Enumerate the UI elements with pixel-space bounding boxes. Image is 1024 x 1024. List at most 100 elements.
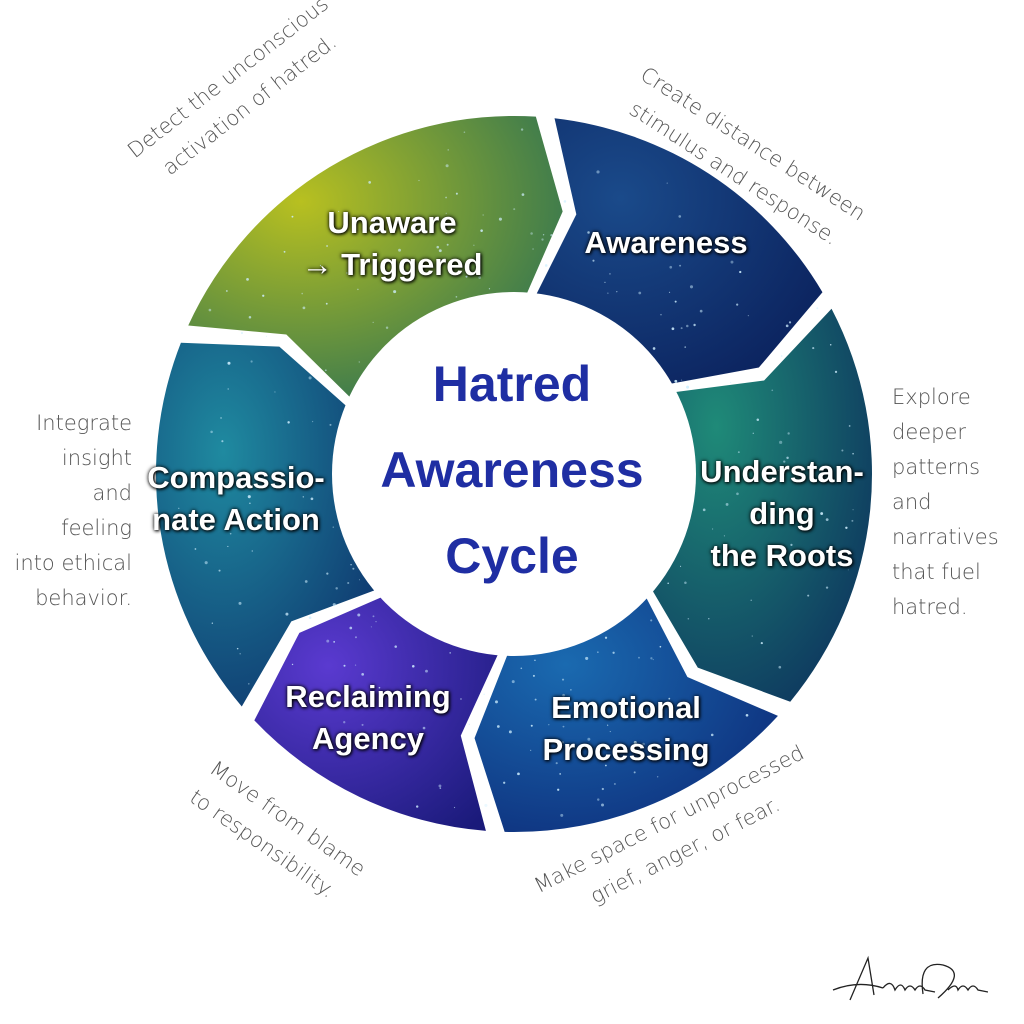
star-dot (278, 510, 280, 512)
star-dot (852, 452, 854, 455)
star-dot (251, 550, 253, 552)
star-dot (332, 603, 336, 607)
star-dot (438, 784, 442, 788)
star-dot (480, 229, 483, 232)
star-dot (702, 508, 706, 512)
star-dot (597, 651, 599, 653)
star-dot (375, 621, 377, 623)
star-dot (646, 713, 649, 716)
star-dot (730, 260, 734, 264)
star-dot (604, 281, 606, 283)
star-dot (745, 713, 749, 717)
star-dot (418, 179, 420, 182)
star-dot (483, 693, 485, 695)
star-dot (347, 581, 350, 585)
title-line: Hatred (432, 356, 592, 412)
star-dot (375, 221, 378, 225)
title-line: Awareness (380, 442, 644, 498)
star-dot (548, 724, 550, 726)
star-dot (445, 196, 447, 199)
star-dot (669, 265, 673, 269)
star-dot (560, 813, 564, 817)
star-dot (592, 259, 595, 262)
star-dot (455, 295, 458, 298)
star-dot (559, 773, 561, 775)
star-dot (439, 787, 442, 789)
star-dot (780, 355, 783, 357)
star-dot (730, 381, 732, 383)
star-dot (591, 240, 594, 243)
star-dot (308, 616, 312, 619)
star-dot (248, 316, 252, 319)
star-dot (445, 164, 449, 168)
star-dot (825, 518, 829, 522)
star-dot (239, 653, 241, 655)
star-dot (291, 215, 294, 218)
star-dot (848, 425, 851, 427)
star-dot (398, 248, 401, 252)
star-dot (609, 731, 611, 733)
star-dot (372, 321, 374, 324)
star-dot (508, 730, 512, 734)
star-dot (495, 700, 498, 704)
star-dot (370, 626, 372, 628)
segment-unaware-triggered (188, 116, 563, 402)
segment-label-unaware-triggered: Unaware→ Triggered (301, 205, 483, 282)
star-dot (343, 721, 346, 724)
star-dot (783, 460, 786, 463)
star-dot (498, 217, 502, 221)
star-dot (438, 249, 442, 253)
star-dot (324, 369, 327, 372)
star-dot (778, 665, 782, 669)
star-dot (249, 502, 251, 505)
star-dot (285, 612, 289, 616)
star-dot (478, 276, 482, 279)
star-dot (358, 579, 361, 581)
star-dot (563, 200, 567, 203)
star-dot (311, 420, 314, 423)
star-dot (513, 208, 516, 211)
star-dot (446, 243, 449, 246)
star-dot (393, 290, 397, 294)
star-dot (671, 327, 675, 331)
star-dot (287, 421, 290, 424)
star-dot (650, 657, 653, 660)
segment-reclaiming-agency (254, 595, 501, 831)
star-dot (250, 360, 253, 363)
star-dot (587, 737, 591, 741)
star-dot (541, 238, 544, 241)
star-dot (607, 292, 609, 294)
star-dot (562, 725, 565, 728)
star-dot (532, 674, 535, 677)
star-dot (753, 512, 755, 515)
star-dot (308, 376, 312, 380)
star-dot (608, 249, 611, 251)
star-dot (210, 430, 213, 434)
star-dot (851, 519, 854, 522)
star-dot (325, 302, 328, 305)
star-dot (465, 275, 468, 278)
star-dot (708, 618, 710, 620)
star-dot (247, 495, 251, 499)
diagram-title: Hatred Awareness Cycle (380, 341, 643, 599)
star-dot (807, 594, 810, 597)
star-dot (596, 170, 600, 174)
star-dot (455, 192, 458, 195)
star-dot (425, 669, 428, 673)
star-dot (341, 254, 343, 256)
star-dot (208, 308, 212, 312)
star-dot (689, 285, 694, 289)
star-dot (204, 561, 208, 565)
star-dot (585, 656, 589, 660)
star-dot (816, 307, 819, 310)
star-dot (680, 379, 683, 381)
star-dot (349, 626, 353, 630)
star-dot (779, 440, 783, 444)
star-dot (642, 742, 645, 746)
star-dot (699, 309, 703, 313)
star-dot (589, 242, 592, 245)
star-dot (829, 344, 832, 346)
segment-label-compassionate-action: Compassio-nate Action (147, 460, 325, 537)
